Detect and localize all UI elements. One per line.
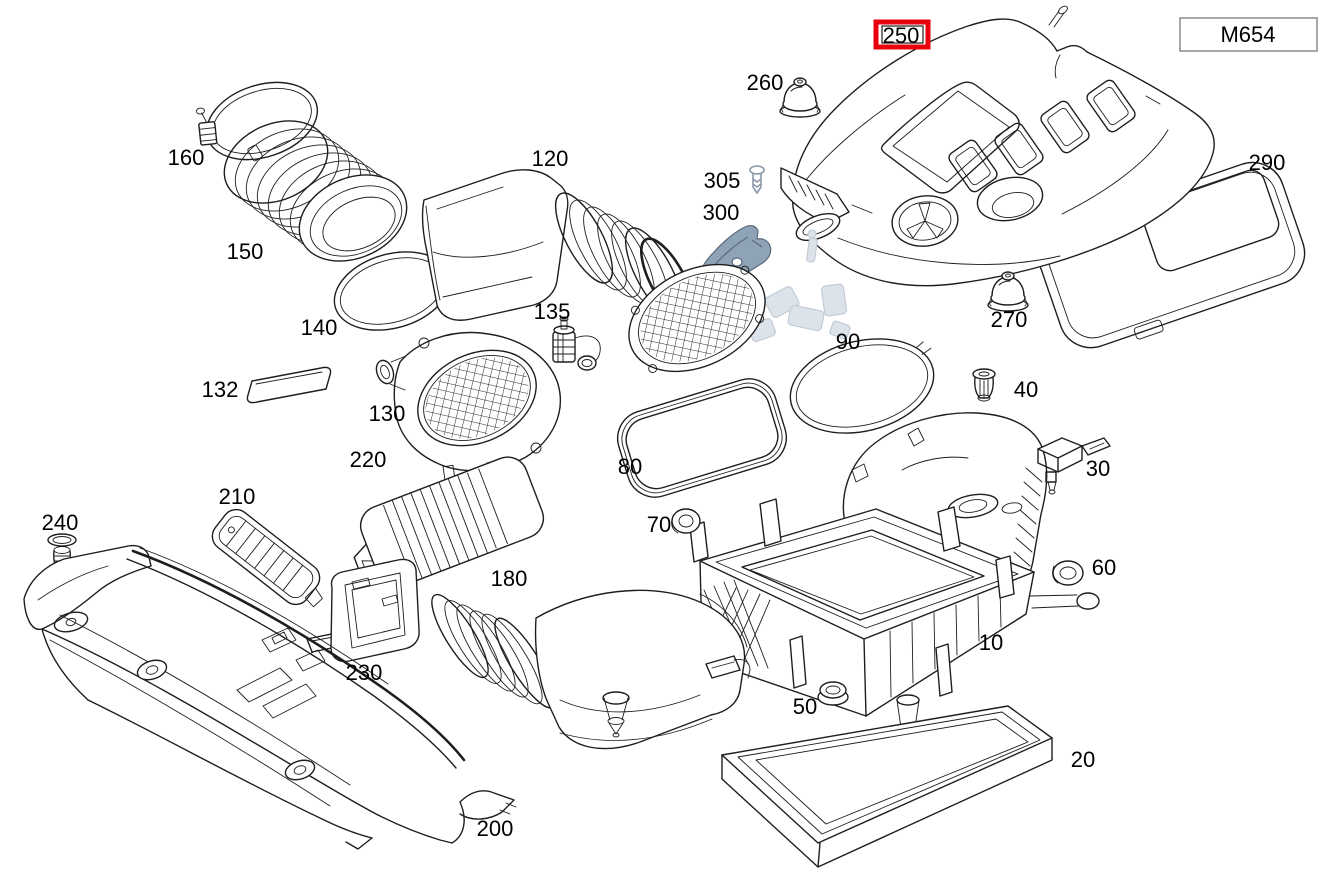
part-clip-40 [972,368,996,402]
part-grommet-260 [779,77,821,118]
callout-230[interactable]: 230 [346,660,383,685]
part-air-filter-element [721,705,1053,868]
part-vent-valve-135 [552,316,601,371]
part-cowl-panel-200 [23,544,517,850]
callout-130[interactable]: 130 [369,401,406,426]
part-intake-duct-120 [421,169,766,373]
callout-270[interactable]: 270 [991,307,1028,332]
brand-star-icon [891,195,959,247]
part-grommet-50 [817,681,849,706]
engine-code-badge: M654 [1179,17,1318,52]
callout-210[interactable]: 210 [219,484,256,509]
callouts-layer: 250 M654 260 305 300 270 290 160 150 140… [42,17,1318,841]
callout-305[interactable]: 305 [704,168,741,193]
callout-135[interactable]: 135 [534,299,571,324]
callout-300[interactable]: 300 [703,200,740,225]
callout-50[interactable]: 50 [793,694,817,719]
part-intake-pipe-180 [330,558,751,750]
part-seal-ring-90 [789,338,935,434]
callout-160[interactable]: 160 [168,145,205,170]
callout-80[interactable]: 80 [618,454,642,479]
callout-10[interactable]: 10 [979,630,1003,655]
part-grommet-60 [1052,560,1084,586]
part-pressure-sensor-30 [1037,437,1111,495]
highlight-box[interactable] [873,19,931,50]
callout-90[interactable]: 90 [836,329,860,354]
part-ghost-clips [748,229,851,343]
part-housing-gasket-80 [616,378,788,498]
callout-250[interactable]: 250 [883,23,920,48]
callout-20[interactable]: 20 [1071,747,1095,772]
part-inlet-grille-210 [211,508,323,608]
part-intake-connector-130 [375,331,562,482]
callout-132[interactable]: 132 [202,377,239,402]
callout-150[interactable]: 150 [227,239,264,264]
callout-260[interactable]: 260 [747,70,784,95]
callout-220[interactable]: 220 [350,447,387,472]
part-grommet-70 [671,508,701,534]
engine-code-label: M654 [1220,22,1275,47]
part-hose-clamp-160 [195,81,319,161]
callout-200[interactable]: 200 [477,816,514,841]
part-screw-305 [749,165,765,194]
callout-240[interactable]: 240 [42,510,79,535]
callout-290[interactable]: 290 [1249,150,1286,175]
callout-70[interactable]: 70 [647,512,671,537]
callout-30[interactable]: 30 [1086,456,1110,481]
callout-40[interactable]: 40 [1014,377,1038,402]
part-sealing-strip-132 [246,366,332,404]
callout-120[interactable]: 120 [532,146,569,171]
callout-180[interactable]: 180 [491,566,528,591]
callout-140[interactable]: 140 [301,315,338,340]
callout-60[interactable]: 60 [1092,555,1116,580]
part-intake-bellows-150 [223,120,408,262]
part-engine-cover [780,5,1215,287]
